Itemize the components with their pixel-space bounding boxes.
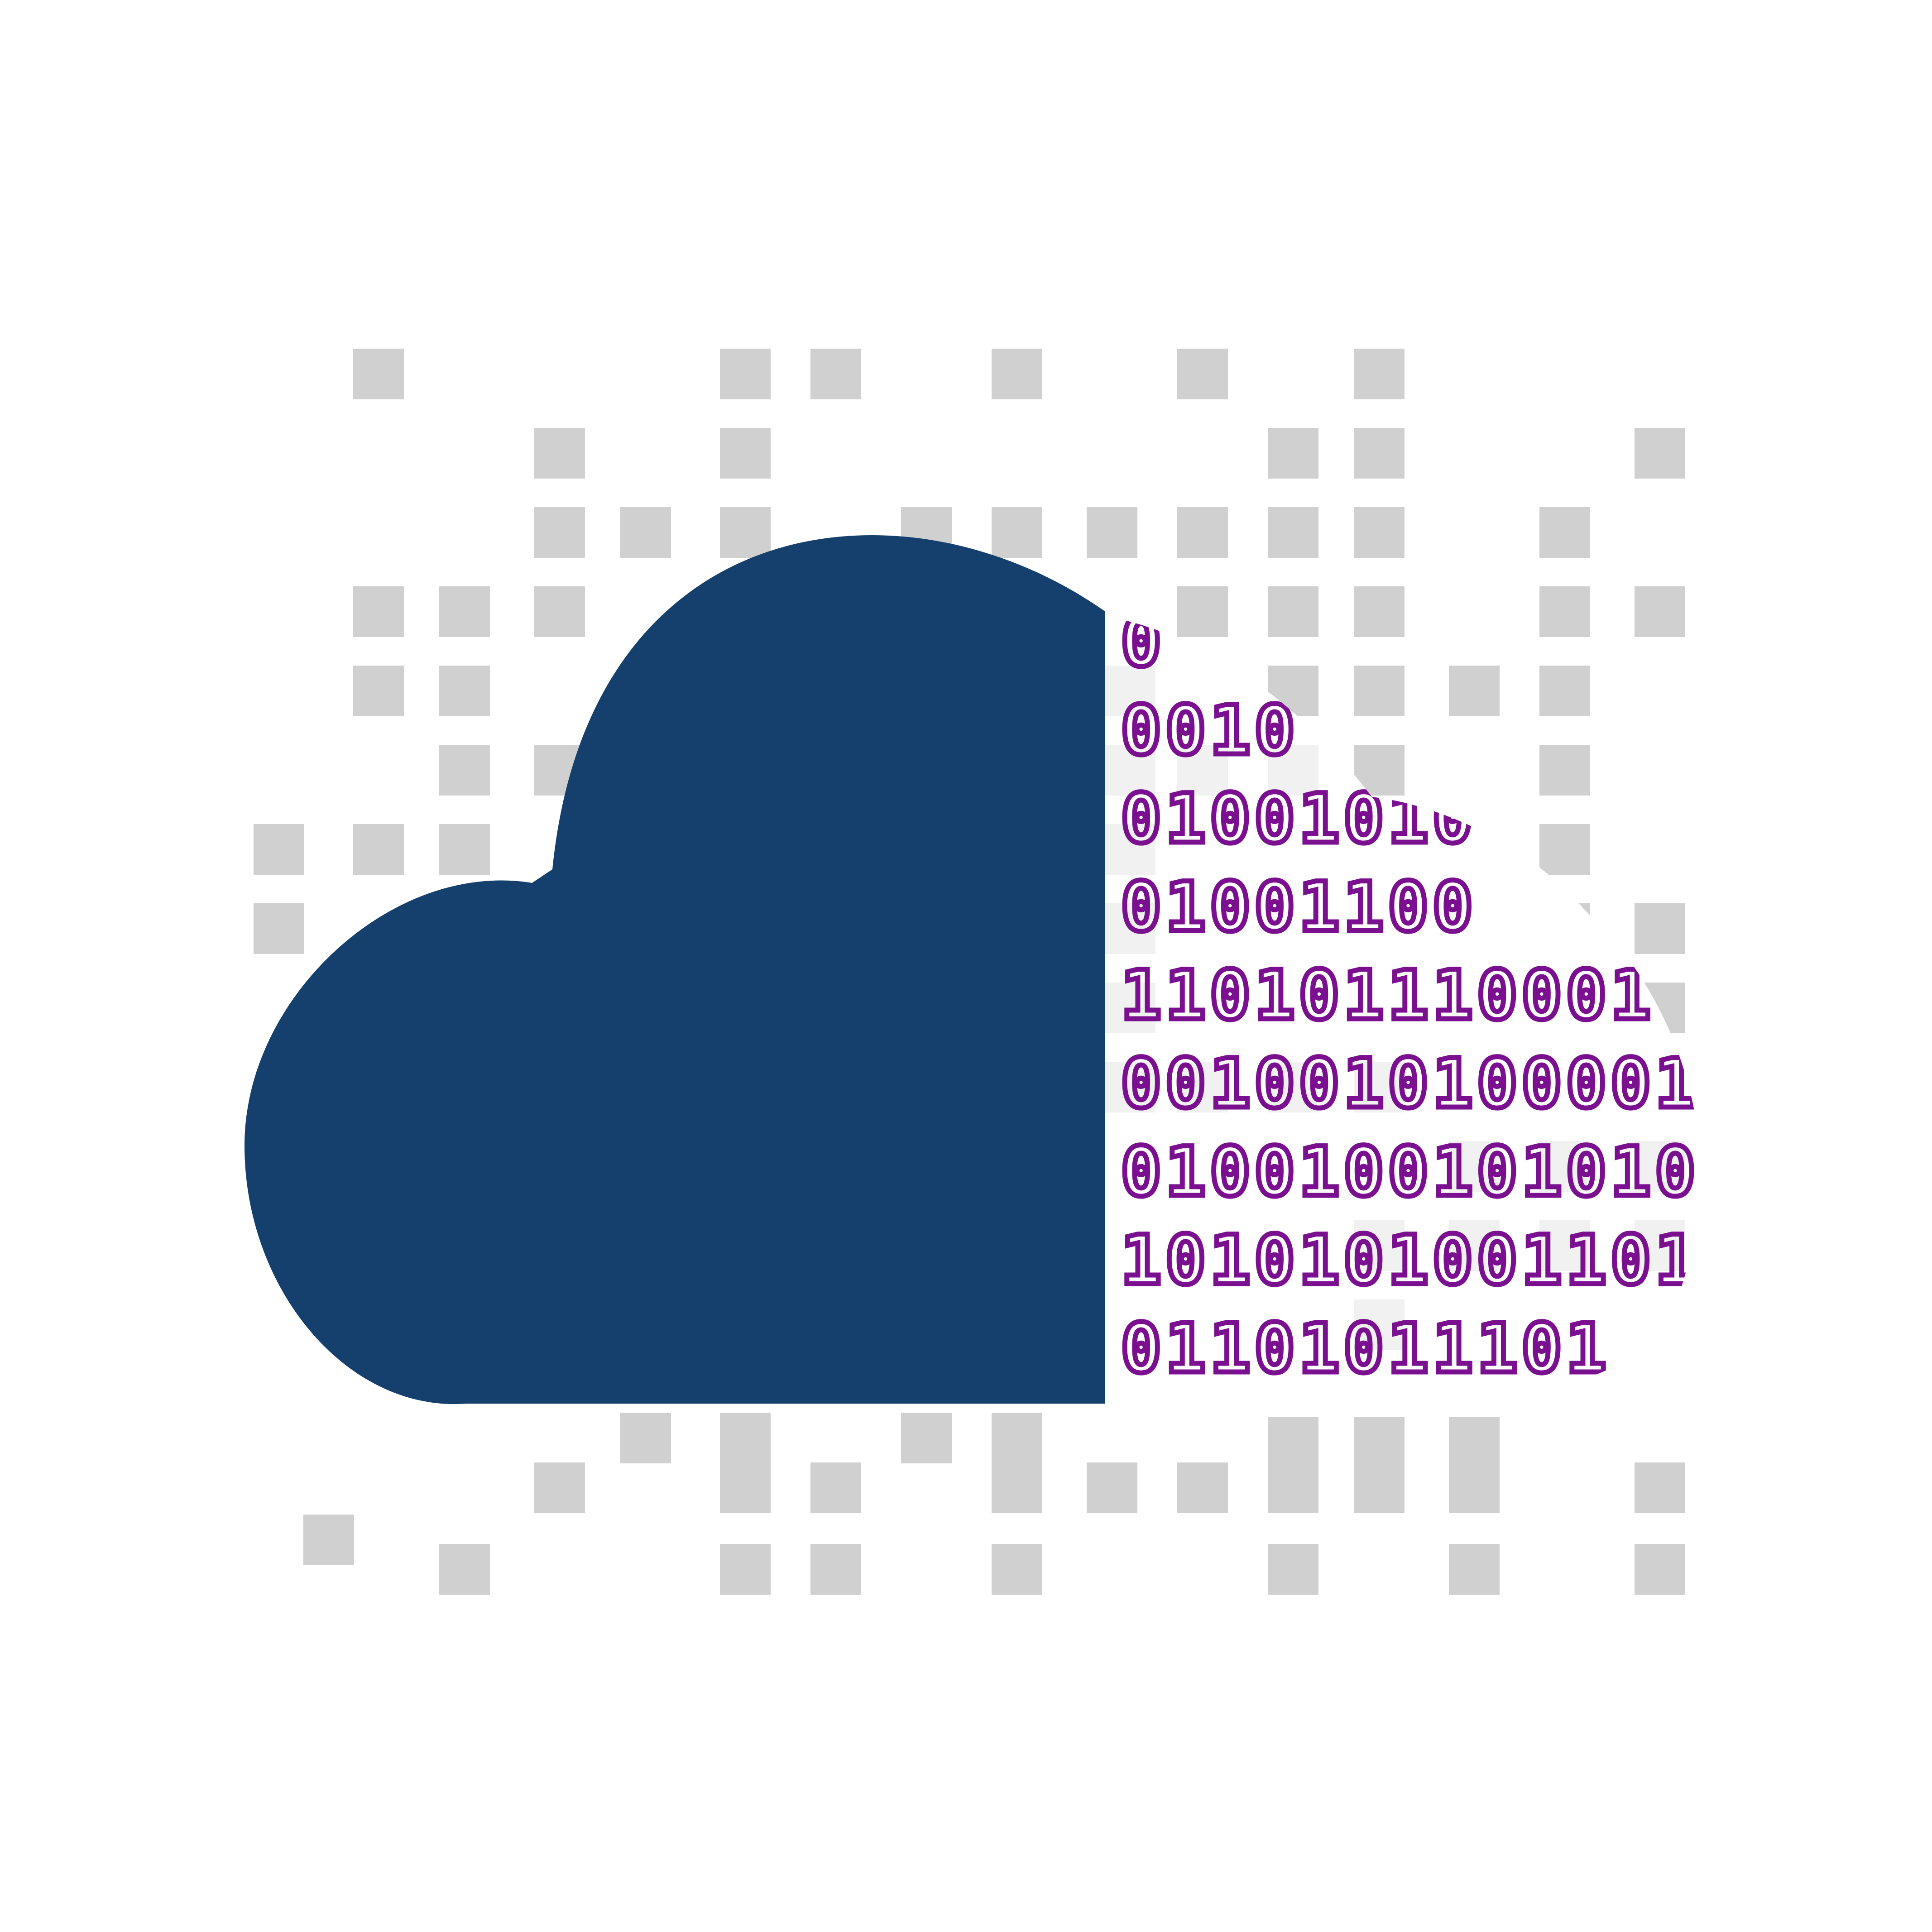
binary-line: 0010 bbox=[1121, 691, 1299, 770]
pixel-square bbox=[439, 666, 490, 716]
pixel-square bbox=[1268, 1462, 1318, 1513]
faded-pixel-square bbox=[1105, 824, 1155, 875]
binary-data-pattern: 0 0010 01001010 01001100 110101110001 0010010… bbox=[1105, 603, 1744, 1417]
pixel-square bbox=[720, 507, 771, 558]
pixel-square bbox=[1177, 507, 1228, 558]
binary-line: 0 bbox=[1121, 603, 1165, 682]
pixel-square bbox=[534, 586, 585, 637]
pixel-square bbox=[1635, 903, 1685, 954]
faded-pixel-square bbox=[1105, 666, 1155, 716]
pixel-square bbox=[992, 349, 1042, 399]
faded-pixel-square bbox=[1635, 1141, 1685, 1192]
pixel-square bbox=[534, 1462, 585, 1513]
pixel-square bbox=[1177, 1462, 1228, 1513]
pixel-square bbox=[720, 1544, 771, 1595]
faded-pixel-square bbox=[1177, 1062, 1228, 1112]
binary-line: 0010010100001 bbox=[1121, 1045, 1699, 1123]
faded-pixel-square bbox=[1539, 1220, 1590, 1271]
pixel-square bbox=[353, 824, 404, 875]
pixel-square bbox=[992, 1462, 1042, 1513]
pixel-square bbox=[1268, 428, 1318, 479]
pixel-square bbox=[720, 349, 771, 399]
pixel-square bbox=[720, 1462, 771, 1513]
faded-pixel-square bbox=[1354, 1220, 1405, 1271]
faded-pixel-square bbox=[1449, 1220, 1500, 1271]
pixel-grid-decoration bbox=[254, 349, 1685, 1595]
pixel-square bbox=[1354, 349, 1405, 399]
pixel-square bbox=[1539, 745, 1590, 796]
pixel-square bbox=[1635, 1544, 1685, 1595]
pixel-square bbox=[1539, 586, 1590, 637]
pixel-square bbox=[1449, 1462, 1500, 1513]
faded-pixel-square bbox=[1539, 1141, 1590, 1192]
pixel-square bbox=[620, 1413, 671, 1463]
faded-pixel-square bbox=[1105, 1062, 1155, 1112]
pixel-square bbox=[1449, 1413, 1500, 1463]
pixel-square bbox=[1268, 1413, 1318, 1463]
pixel-square bbox=[1539, 666, 1590, 716]
pixel-square bbox=[1354, 1462, 1405, 1513]
pixel-square bbox=[353, 666, 404, 716]
pixel-square bbox=[901, 1413, 952, 1463]
pixel-square bbox=[992, 1544, 1042, 1595]
pixel-square bbox=[810, 1462, 861, 1513]
pixel-square bbox=[1177, 586, 1228, 637]
pixel-square bbox=[254, 903, 304, 954]
pixel-square bbox=[1539, 507, 1590, 558]
faded-pixel-square bbox=[1449, 1141, 1500, 1192]
binary-line: 01001001010101 bbox=[1121, 1133, 1744, 1212]
pixel-square bbox=[810, 349, 861, 399]
faded-pixel-square bbox=[1105, 983, 1155, 1033]
faded-pixel-square bbox=[1354, 1299, 1405, 1350]
pixel-square bbox=[1449, 666, 1500, 716]
pixel-square bbox=[1449, 1544, 1500, 1595]
binary-line: 01001100 bbox=[1121, 868, 1477, 947]
faded-pixel-square bbox=[1268, 1062, 1318, 1112]
binary-line: 01001010 bbox=[1121, 780, 1477, 858]
pixel-square bbox=[254, 824, 304, 875]
pixel-square bbox=[992, 1413, 1042, 1463]
pixel-square bbox=[1177, 349, 1228, 399]
pixel-square bbox=[1635, 428, 1685, 479]
pixel-square bbox=[534, 507, 585, 558]
pixel-square bbox=[1354, 507, 1405, 558]
pixel-square bbox=[992, 507, 1042, 558]
faded-pixel-square bbox=[1105, 745, 1155, 796]
pixel-square bbox=[1087, 1462, 1137, 1513]
pixel-square bbox=[1268, 1544, 1318, 1595]
binary-line: 01101011101 bbox=[1121, 1309, 1610, 1388]
pixel-square bbox=[720, 1413, 771, 1463]
binary-line: 1010101001101 bbox=[1121, 1221, 1699, 1300]
pixel-square bbox=[620, 507, 671, 558]
pixel-square bbox=[439, 745, 490, 796]
pixel-square bbox=[1635, 1462, 1685, 1513]
pixel-square bbox=[1268, 586, 1318, 637]
cloud-icon bbox=[244, 535, 1105, 1405]
pixel-square bbox=[1354, 1413, 1405, 1463]
pixel-square bbox=[1354, 428, 1405, 479]
pixel-square bbox=[1539, 824, 1590, 875]
pixel-square bbox=[1354, 586, 1405, 637]
pixel-square bbox=[810, 1544, 861, 1595]
faded-pixel-square bbox=[1177, 745, 1228, 796]
pixel-square bbox=[439, 824, 490, 875]
pixel-square bbox=[439, 586, 490, 637]
pixel-square bbox=[303, 1515, 354, 1565]
pixel-square bbox=[1354, 666, 1405, 716]
pixel-square bbox=[353, 586, 404, 637]
pixel-square bbox=[720, 428, 771, 479]
pixel-square bbox=[534, 428, 585, 479]
pixel-square bbox=[1268, 507, 1318, 558]
faded-pixel-square bbox=[1105, 903, 1155, 954]
pixel-square bbox=[353, 349, 404, 399]
faded-pixel-square bbox=[1354, 1062, 1405, 1112]
faded-pixel-square bbox=[1268, 745, 1318, 796]
pixel-square bbox=[439, 1544, 490, 1595]
pixel-square bbox=[1087, 507, 1137, 558]
pixel-square bbox=[1635, 586, 1685, 637]
faded-pixel-square bbox=[1635, 1220, 1685, 1271]
binary-line: 110101110001 bbox=[1121, 956, 1655, 1035]
